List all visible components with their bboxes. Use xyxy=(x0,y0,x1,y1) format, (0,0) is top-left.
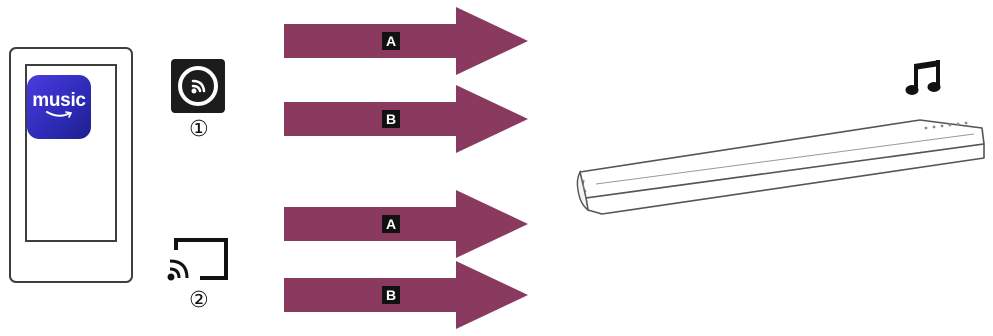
method-number-2: ② xyxy=(189,288,209,313)
music-note-icon xyxy=(904,58,944,98)
arrow-label: B xyxy=(382,110,400,128)
arrow-label: A xyxy=(382,32,400,50)
arrow-b-method-2: B xyxy=(284,259,530,331)
chromecast-icon xyxy=(166,236,230,282)
soundbar-icon xyxy=(574,114,988,220)
arrow-a-method-1: A xyxy=(284,5,530,77)
arrow-b-method-1: B xyxy=(284,83,530,155)
amazon-music-app-icon[interactable]: music xyxy=(27,75,91,139)
app-label: music xyxy=(32,90,86,111)
method-number-1: ① xyxy=(189,117,209,142)
amazon-smile-icon xyxy=(46,111,72,118)
arrow-a-method-2: A xyxy=(284,188,530,260)
arrow-label: A xyxy=(382,215,400,233)
spotify-connect-icon xyxy=(171,59,225,113)
arrow-label: B xyxy=(382,286,400,304)
